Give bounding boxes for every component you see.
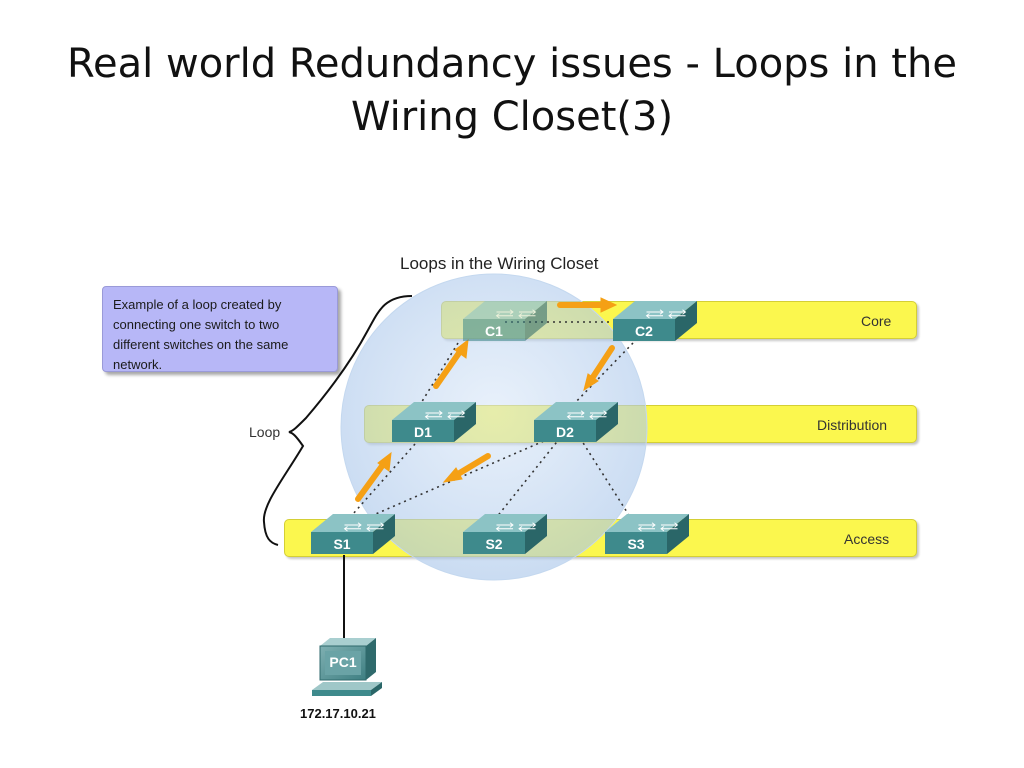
- switch-s3-label: S3: [627, 536, 644, 552]
- loop-explanation-callout: Example of a loop created by connecting …: [102, 286, 338, 372]
- arrow-c2-to-d2: [590, 345, 615, 380]
- switch-d2-label: D2: [556, 424, 574, 440]
- slide-title: Real world Redundancy issues - Loops in …: [67, 41, 957, 140]
- switch-d1-label: D1: [414, 424, 432, 440]
- link-c1-d1: [417, 342, 459, 409]
- link-d2-s1: [354, 433, 561, 524]
- loop-highlight-circle: [340, 273, 648, 581]
- distribution-layer-label: Distribution: [817, 417, 888, 433]
- switch-s1-label: S1: [333, 536, 350, 552]
- switch-s1: [311, 514, 395, 554]
- arrow-d1-to-c1: [433, 350, 462, 389]
- switch-c1: [463, 301, 547, 341]
- access-layer-label: Access: [844, 531, 890, 547]
- network-links: [344, 321, 634, 524]
- arrow-head: [583, 373, 599, 392]
- loop-label: Loop: [249, 424, 281, 440]
- diagram-title: Loops in the Wiring Closet: [400, 254, 599, 273]
- switch-c1-label: C1: [485, 323, 503, 339]
- link-d2-s3: [579, 437, 633, 521]
- pc1-computer-icon: [312, 638, 382, 696]
- switch-d1: [392, 402, 476, 442]
- loop-brace: [262, 295, 413, 546]
- link-d2-s2: [491, 437, 561, 524]
- core-layer-label: Core: [861, 313, 892, 329]
- switch-s3: [605, 514, 689, 554]
- switch-c2-label: C2: [635, 323, 653, 339]
- pc1-ip-address: 172.17.10.21: [300, 706, 376, 721]
- loop-traffic-arrows: [355, 297, 618, 502]
- arrow-head: [442, 467, 463, 483]
- switch-s2-label: S2: [485, 536, 502, 552]
- pc1-label: PC1: [329, 654, 356, 670]
- arrow-head: [377, 451, 392, 472]
- switch-d2: [534, 402, 618, 442]
- switch-s2: [463, 514, 547, 554]
- switch-c2: [613, 301, 697, 341]
- arrow-head: [600, 297, 618, 313]
- arrow-s1-to-d1: [355, 463, 385, 502]
- arrow-head: [454, 338, 469, 359]
- arrow-d2-to-s1: [455, 453, 491, 477]
